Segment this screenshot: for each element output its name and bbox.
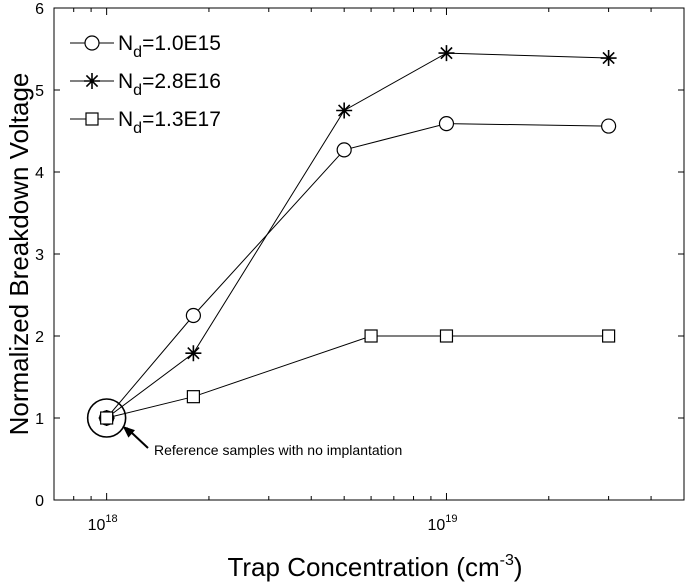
y-tick-label: 5 [35, 83, 44, 100]
star-point [438, 45, 455, 62]
square-point [186, 390, 200, 404]
legend-label: Nd=2.8E16 [118, 70, 221, 99]
legend-label-value: =2.8E16 [142, 70, 221, 93]
legend-star-marker [84, 73, 100, 89]
reference-highlight-circle [86, 398, 127, 438]
legend-label-sub: d [133, 120, 142, 137]
x-tick-exponent: 18 [105, 513, 117, 525]
x-tick-label: 1019 [427, 513, 457, 534]
legend-label-value: =1.3E17 [142, 108, 221, 131]
square-point [364, 329, 378, 343]
star-point [600, 50, 617, 67]
y-tick-label: 4 [35, 165, 44, 182]
legend-entry: Nd=2.8E16 [70, 70, 221, 99]
legend-label-sub: d [133, 82, 142, 99]
x-tick-base: 10 [427, 517, 445, 534]
series-line [106, 335, 609, 419]
legend-square-marker [85, 112, 99, 126]
y-tick-label: 3 [35, 247, 44, 264]
y-tick-label: 1 [35, 411, 44, 428]
y-tick-label: 0 [35, 493, 44, 510]
legend-label-main: N [118, 108, 133, 131]
y-tick-label: 6 [35, 1, 44, 18]
annotation: Reference samples with no implantation [86, 398, 402, 458]
square-point [602, 329, 616, 343]
x-tick-exponent: 19 [445, 513, 457, 525]
square-point [100, 411, 114, 425]
y-tick-label: 2 [35, 329, 44, 346]
circle-point [601, 118, 617, 134]
series-line [106, 123, 609, 419]
x-axis-title: Trap Concentration (cm-3) [227, 552, 522, 582]
x-tick-label: 1018 [88, 513, 118, 534]
series-lines [98, 45, 617, 426]
legend-label: Nd=1.0E15 [118, 32, 221, 61]
circle-point [438, 116, 455, 132]
x-axis-title-close: ) [514, 552, 523, 582]
circle-point [185, 307, 201, 324]
series-square [100, 329, 616, 425]
square-point [439, 329, 454, 343]
legend-circle-marker [84, 35, 100, 51]
x-axis-title-main: Trap Concentration (cm [227, 552, 499, 582]
legend-label-sub: d [133, 44, 142, 61]
legend-entry: Nd=1.0E15 [70, 32, 221, 61]
annotation-text: Reference samples with no implantation [154, 442, 402, 458]
legend-label-main: N [118, 32, 133, 55]
y-axis-title: Normalized Breakdown Voltage [4, 73, 34, 436]
annotation-arrow-head [122, 426, 135, 438]
series-circle [99, 116, 617, 426]
circle-point [336, 142, 352, 158]
star-point [185, 345, 202, 362]
star-point [336, 102, 353, 119]
legend-label-value: =1.0E15 [142, 32, 221, 55]
x-tick-base: 10 [88, 517, 106, 534]
legend-label-main: N [118, 70, 133, 93]
legend-label: Nd=1.3E17 [118, 108, 221, 137]
x-axis-title-sup: -3 [500, 552, 514, 569]
series-star [98, 45, 617, 426]
legend-entry: Nd=1.3E17 [70, 108, 221, 137]
